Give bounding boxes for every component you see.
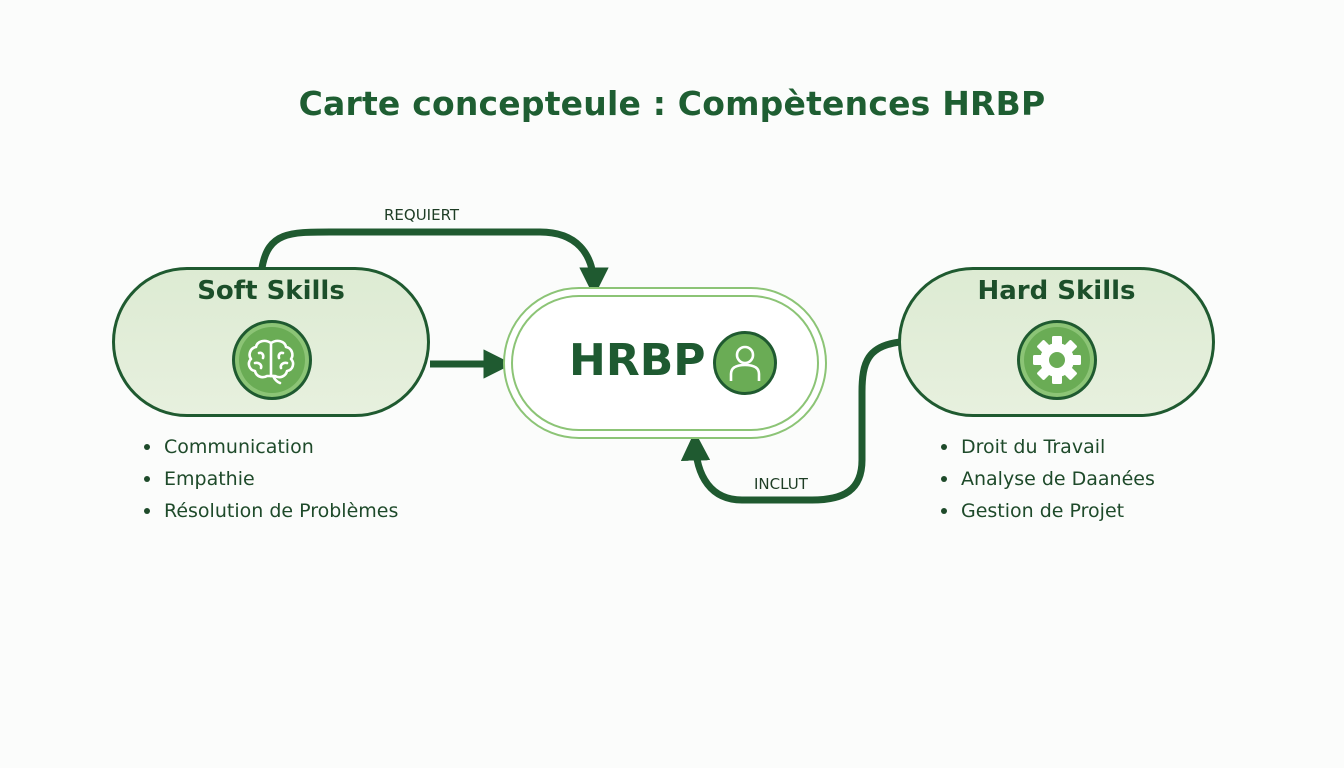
edge-label-requiert: REQUIERT [384, 206, 460, 224]
soft-skills-node: Soft Skills [112, 267, 430, 417]
hrbp-label: HRBP [569, 335, 706, 386]
list-item: Résolution de Problèmes [142, 500, 398, 532]
list-item: Empathie [142, 468, 398, 500]
list-item-label: Empathie [164, 468, 255, 490]
edge-label-inclut: INCLUT [754, 475, 808, 493]
bullet-dot [941, 444, 947, 450]
brain-badge [232, 320, 312, 400]
requiert-arrow [258, 228, 609, 297]
gear-icon [1033, 336, 1081, 384]
list-item-label: Analyse de Daanées [961, 468, 1155, 490]
hrbp-node-inner-ring [511, 295, 819, 431]
person-badge [713, 331, 777, 395]
page-title: Carte concepteule : Compètences HRBP [298, 84, 1046, 123]
hard-skills-list: Droit du Travail Analyse de Daanées Gest… [939, 436, 1155, 532]
bullet-dot [144, 508, 150, 514]
person-icon [729, 345, 761, 381]
hard-skills-title: Hard Skills [977, 276, 1136, 306]
list-item: Communication [142, 436, 398, 468]
brain-icon [247, 339, 295, 385]
bullet-dot [941, 508, 947, 514]
bullet-dot [144, 444, 150, 450]
soft-skills-list: Communication Empathie Résolution de Pro… [142, 436, 398, 532]
hard-skills-node: Hard Skills [898, 267, 1215, 417]
list-item: Analyse de Daanées [939, 468, 1155, 500]
hrbp-node: HRBP [503, 287, 827, 439]
soft-skills-title: Soft Skills [197, 276, 345, 306]
list-item-label: Droit du Travail [961, 436, 1106, 458]
inclut-arrow [680, 338, 901, 504]
list-item: Droit du Travail [939, 436, 1155, 468]
list-item-label: Communication [164, 436, 314, 458]
list-item-label: Résolution de Problèmes [164, 500, 399, 522]
bullet-dot [144, 476, 150, 482]
list-item: Gestion de Projet [939, 500, 1155, 532]
list-item-label: Gestion de Projet [961, 500, 1125, 522]
gear-badge [1017, 320, 1097, 400]
bullet-dot [941, 476, 947, 482]
